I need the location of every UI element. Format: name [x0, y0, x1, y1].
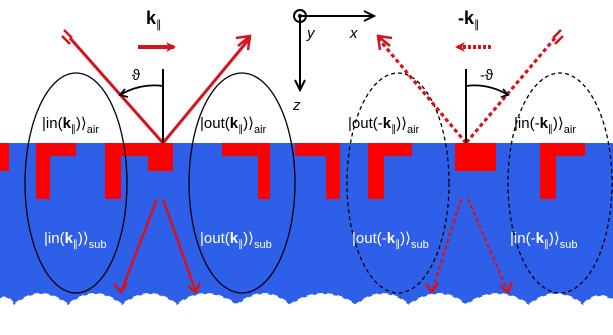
axis-z-label: z	[292, 97, 301, 114]
grating-element	[368, 143, 412, 199]
z-axis-head	[294, 79, 306, 93]
incident-beam-left	[68, 37, 165, 144]
k-parallel-label: k∥	[146, 8, 162, 31]
x-axis-head	[363, 10, 377, 22]
mode-ellipse-in-k	[24, 72, 128, 294]
k-parallel-neg-label: -k∥	[458, 8, 480, 31]
grating-element	[455, 143, 496, 171]
grating-element	[105, 143, 148, 199]
state-in-negk-air: |in(-k∥)⟩air	[514, 115, 576, 136]
mode-ellipse-out-k	[188, 72, 296, 294]
mode-ellipse-in-negk	[507, 72, 613, 294]
transmitted-beam-left-1	[119, 198, 159, 293]
transmitted-beam-right-1	[430, 198, 463, 293]
grating-element	[0, 143, 9, 171]
grating-element	[148, 143, 173, 171]
transmitted-beam-left-2	[161, 198, 198, 293]
axis-x-label: x	[349, 25, 358, 42]
reflected-beam-left	[161, 37, 252, 144]
grating-element	[222, 143, 270, 199]
substrate	[0, 143, 613, 305]
incident-beam-right	[464, 36, 557, 145]
grating-element	[36, 143, 76, 199]
substrate-edge-dashed	[0, 293, 613, 307]
axis-y-label: y	[306, 25, 316, 42]
incident-tail-right	[552, 29, 564, 45]
state-out-negk-air: |out(-k∥)⟩air	[348, 115, 420, 136]
grating-element	[295, 143, 340, 199]
transmitted-head-right-2	[499, 281, 514, 294]
incident-tail-left	[61, 29, 73, 45]
theta-arc-right	[465, 84, 509, 96]
theta-arc-left-head	[118, 88, 129, 98]
reflected-head-left	[235, 34, 252, 51]
transmitted-beam-right-2	[466, 198, 510, 293]
grating-element	[540, 143, 585, 199]
mode-ellipse-out-negk	[346, 72, 450, 294]
theta-neg-label: -ϑ	[480, 67, 494, 84]
theta-arc-left	[119, 84, 164, 96]
beams-right	[376, 36, 557, 293]
theta-arc-right-head	[500, 88, 510, 98]
transmitted-head-left-1	[113, 282, 129, 295]
transmitted-head-right-1	[425, 282, 440, 295]
grating-elements	[0, 143, 585, 199]
reflected-beam-right	[376, 36, 468, 145]
state-in-k-sub: |in(k∥)⟩sub	[44, 230, 107, 251]
y-axis-dot	[298, 14, 302, 18]
coordinate-axes	[293, 9, 377, 93]
transmitted-head-left-2	[187, 281, 202, 294]
theta-label: ϑ	[132, 67, 141, 84]
state-in-negk-sub: |in(-k∥)⟩sub	[510, 230, 578, 251]
state-in-k-air: |in(k∥)⟩air	[42, 115, 99, 136]
reflected-head-right	[376, 34, 393, 51]
state-out-k-air: |out(k∥)⟩air	[200, 115, 267, 136]
beams-left	[61, 29, 252, 295]
state-out-k-sub: |out(k∥)⟩sub	[200, 230, 272, 251]
state-out-negk-sub: |out(-k∥)⟩sub	[352, 230, 429, 251]
